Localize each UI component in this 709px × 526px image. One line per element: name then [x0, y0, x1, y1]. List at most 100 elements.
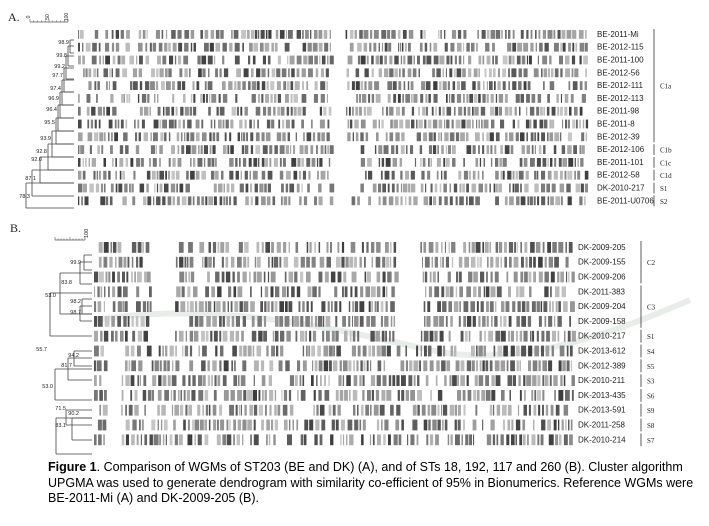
band	[110, 183, 114, 193]
band	[508, 316, 512, 327]
band	[364, 256, 366, 268]
band	[189, 330, 194, 342]
band	[328, 106, 332, 116]
band	[301, 158, 304, 167]
band	[263, 271, 266, 283]
band	[500, 119, 505, 129]
band	[441, 286, 445, 298]
band	[100, 345, 104, 357]
band	[387, 81, 393, 90]
band	[441, 404, 443, 416]
band	[538, 145, 542, 154]
band	[261, 170, 266, 180]
band	[516, 242, 518, 253]
band	[500, 145, 503, 154]
band	[531, 145, 534, 154]
band	[316, 158, 319, 167]
band	[526, 106, 528, 116]
band	[384, 419, 389, 431]
dendrogram-branch	[65, 55, 74, 80]
band	[139, 55, 143, 65]
band	[172, 81, 175, 90]
band	[308, 55, 313, 65]
band	[146, 271, 151, 283]
band	[137, 271, 142, 283]
band	[162, 375, 167, 386]
band	[429, 196, 432, 206]
band	[393, 316, 396, 327]
band	[293, 106, 297, 116]
band	[273, 106, 276, 116]
band	[201, 119, 204, 129]
band	[420, 158, 422, 167]
band	[156, 183, 159, 193]
band	[281, 183, 284, 193]
band	[102, 404, 108, 416]
band	[285, 94, 289, 103]
band	[579, 55, 582, 65]
band	[555, 404, 560, 416]
band	[496, 183, 498, 193]
band	[302, 360, 307, 372]
band	[86, 94, 91, 103]
band	[568, 242, 573, 253]
band	[211, 375, 213, 386]
band	[124, 183, 128, 193]
band	[347, 132, 351, 142]
band	[233, 196, 237, 206]
wgm-band-strip	[94, 390, 574, 401]
band	[186, 145, 191, 154]
band	[118, 256, 123, 268]
band	[181, 145, 185, 154]
band	[393, 256, 397, 268]
band	[164, 42, 168, 52]
band	[279, 256, 282, 268]
band	[290, 106, 293, 116]
band	[109, 256, 113, 268]
band	[551, 330, 556, 342]
band	[127, 316, 130, 327]
band	[120, 119, 124, 129]
band	[248, 158, 252, 167]
band	[198, 301, 204, 312]
band	[581, 94, 586, 103]
band	[382, 271, 386, 283]
band	[427, 170, 431, 180]
band	[569, 345, 573, 357]
band	[242, 81, 246, 90]
band	[563, 375, 566, 386]
band	[142, 242, 144, 253]
band	[182, 119, 185, 129]
band	[203, 375, 206, 386]
band	[314, 196, 317, 206]
band	[390, 316, 393, 327]
band	[502, 55, 508, 65]
band	[422, 158, 426, 167]
band	[183, 390, 186, 401]
band	[302, 170, 306, 180]
band	[546, 183, 550, 193]
band	[370, 316, 376, 327]
band	[446, 119, 450, 129]
band	[342, 286, 344, 298]
band	[288, 68, 290, 78]
band	[444, 375, 447, 386]
band	[249, 119, 252, 129]
band	[149, 301, 152, 312]
band	[235, 170, 239, 180]
band	[78, 170, 82, 180]
band	[294, 81, 300, 90]
band	[182, 81, 186, 90]
band	[97, 301, 102, 312]
band	[164, 132, 167, 142]
band	[365, 404, 369, 416]
band	[122, 170, 125, 180]
band	[263, 316, 267, 327]
band	[486, 145, 490, 154]
band	[263, 330, 267, 342]
band	[478, 145, 480, 154]
band	[391, 286, 395, 298]
band	[129, 183, 131, 193]
band	[202, 345, 207, 357]
band	[125, 145, 129, 154]
